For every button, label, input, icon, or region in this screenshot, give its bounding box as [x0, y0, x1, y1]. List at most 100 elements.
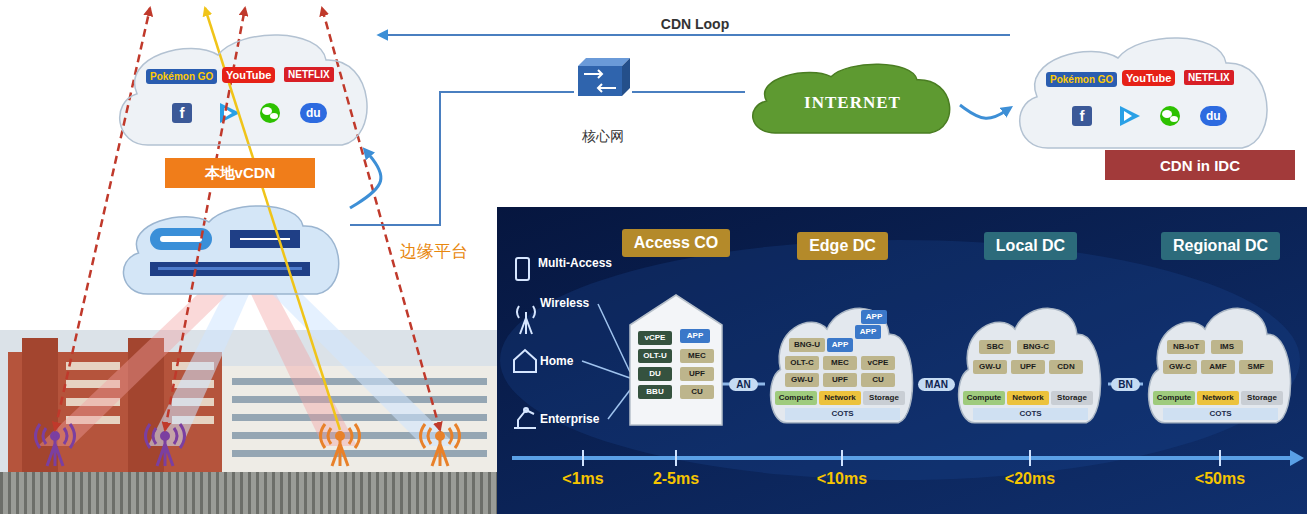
app-tag: APP	[861, 310, 887, 324]
storage-block: Storage	[1051, 391, 1093, 405]
node-text: Network	[1012, 394, 1044, 402]
traffic-ray	[205, 8, 340, 430]
cloud-fill	[1020, 38, 1267, 148]
function-box: GW-C	[1163, 360, 1197, 374]
antenna-icon	[321, 424, 360, 466]
node-text: GW-U	[791, 376, 813, 384]
node-text: BBU	[646, 388, 663, 396]
access-link	[582, 361, 630, 378]
content-cloud-shape	[120, 35, 367, 145]
node-text: Storage	[1057, 394, 1087, 402]
function-box: CU	[680, 385, 714, 399]
panel-glow	[500, 240, 1300, 480]
access-co-building: Access COAPPvCPEOLT-UDUBBUMECUPFCU	[630, 295, 722, 425]
poke-text: Pokémon GO	[146, 69, 217, 84]
chat-app-icon	[260, 103, 280, 123]
function-box: DU	[638, 367, 672, 381]
content-cloud-shape	[1020, 38, 1267, 148]
edge-platform-icons	[150, 228, 310, 276]
router-top	[578, 58, 630, 66]
connector-label: AN	[729, 378, 757, 391]
phone-icon	[516, 258, 529, 280]
antenna-mast	[157, 438, 173, 466]
node-text: BNG-U	[794, 341, 820, 349]
function-box: OLT-C	[785, 356, 819, 370]
beam	[148, 292, 250, 446]
node-text: Network	[1202, 394, 1234, 402]
function-box: BBU	[638, 385, 672, 399]
backhaul-line	[350, 92, 574, 225]
content-cloud: Pokémon GOYouTubeNETFLIXfdu	[110, 25, 380, 150]
latency-label: <1ms	[562, 470, 603, 488]
node-text: AMF	[1209, 363, 1226, 371]
function-box: UPF	[680, 367, 714, 381]
node-text: Storage	[1247, 394, 1277, 402]
chat-app-icon	[1162, 110, 1172, 118]
cots-text: COTS	[785, 408, 900, 420]
tower-icon	[517, 306, 535, 334]
function-box: NB-IoT	[1167, 340, 1205, 354]
node-text: UPF	[1020, 363, 1036, 371]
antenna-mast	[332, 438, 348, 466]
curved-arrow	[350, 150, 381, 208]
node-text: UPF	[689, 370, 705, 378]
access-links	[582, 304, 630, 419]
axis-arrow	[1290, 450, 1304, 466]
node-text: OLT-C	[790, 359, 813, 367]
function-box: GW-U	[785, 373, 819, 387]
router-arrows	[584, 70, 616, 92]
node-text: NB-IoT	[1173, 343, 1199, 351]
storage-block: Storage	[1241, 391, 1283, 405]
core-network-router: 核心网	[574, 56, 632, 148]
node-text: APP	[860, 328, 876, 336]
robot-arm-icon	[524, 408, 528, 412]
function-box: SMF	[1239, 360, 1273, 374]
node-text: OLT-U	[643, 352, 666, 360]
column-header: Edge DC	[797, 232, 888, 260]
latency-label: <20ms	[1005, 470, 1055, 488]
access-type-label: Wireless	[540, 296, 589, 310]
chat-app-icon	[1160, 106, 1180, 126]
latency-label: <50ms	[1195, 470, 1245, 488]
function-box: BNG-U	[789, 338, 825, 352]
fb-text: f	[172, 103, 192, 123]
internet-cloud-shape	[753, 64, 950, 133]
internet-cloud: INTERNET	[745, 58, 960, 136]
compute-block: Compute	[775, 391, 817, 405]
nfl-text: NETFLIX	[1184, 70, 1234, 85]
connector-label: MAN	[918, 378, 955, 391]
node-text: CDN in IDC	[1160, 157, 1240, 174]
node-text: Compute	[1157, 394, 1192, 402]
poke-text: Pokémon GO	[1046, 72, 1117, 87]
access-link	[608, 390, 630, 419]
content-cloud-outline	[110, 25, 380, 150]
antenna-icon	[36, 424, 75, 466]
latency-label: <10ms	[817, 470, 867, 488]
function-box: BNG-C	[1017, 340, 1055, 354]
node-text: MEC	[831, 359, 849, 367]
compute-block: Compute	[963, 391, 1005, 405]
backhaul-line	[632, 91, 745, 93]
router-side	[622, 58, 630, 96]
yt-text: YouTube	[222, 67, 275, 83]
network-block: Network	[819, 391, 861, 405]
function-box: UPF	[823, 373, 857, 387]
traffic-ray	[322, 8, 440, 430]
antenna-dot	[437, 433, 444, 440]
node-text: APP	[832, 341, 848, 349]
cots-text: COTS	[1163, 408, 1278, 420]
antenna-dot	[337, 433, 344, 440]
chat-app-icon	[270, 113, 278, 119]
access-co-building-shape	[630, 295, 722, 425]
cdn-idc-bar: CDN in IDC	[1105, 150, 1295, 180]
curved-arrow	[960, 105, 1010, 118]
latency-axis	[512, 450, 1304, 466]
function-box: OLT-U	[638, 349, 672, 363]
antenna-mast	[47, 438, 63, 466]
ground	[0, 472, 497, 514]
traffic-ray	[55, 8, 150, 430]
antenna-icon	[421, 424, 460, 466]
connector-label: BN	[1111, 378, 1139, 391]
vcdn-bar: 本地vCDN	[165, 158, 315, 188]
node-text: SBC	[987, 343, 1004, 351]
